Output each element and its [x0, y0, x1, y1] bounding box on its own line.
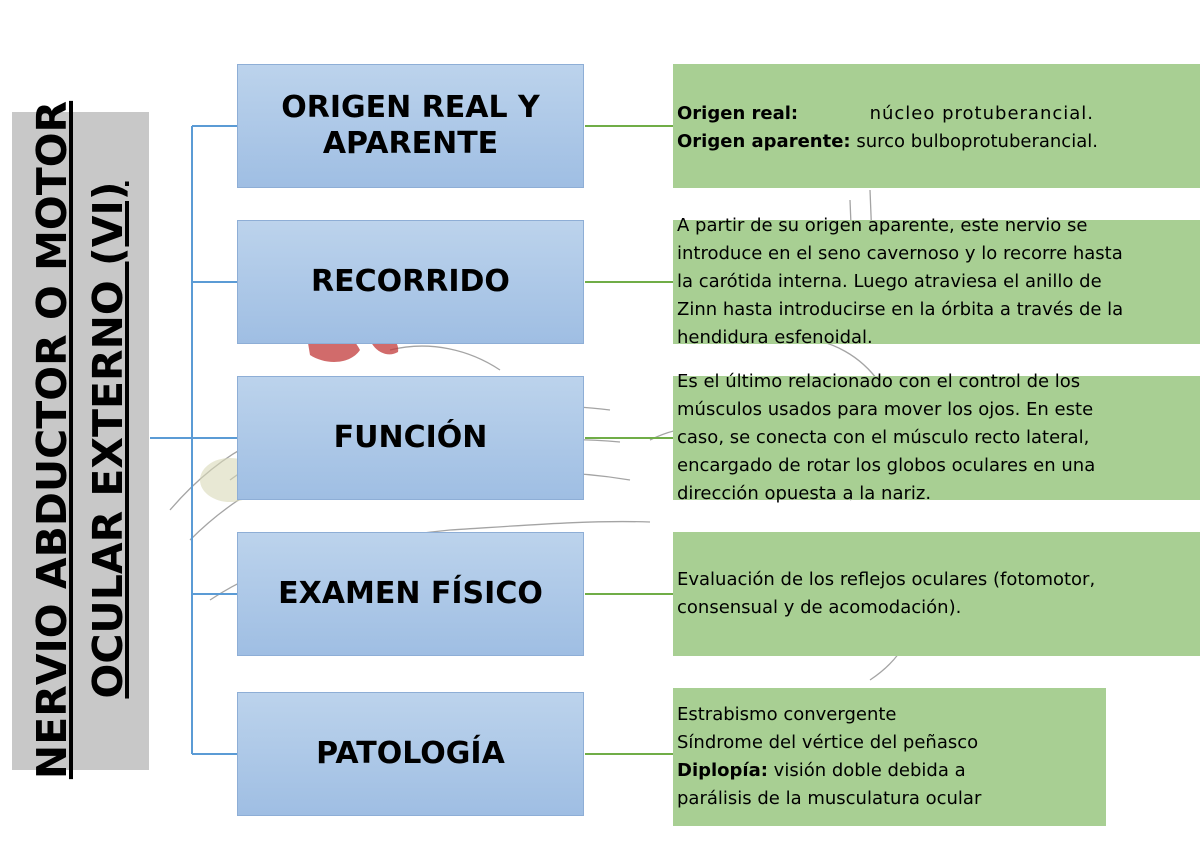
recorrido-line5: hendidura esfenoidal. — [677, 327, 873, 348]
origen-aparente-value: surco bulboprotuberancial. — [856, 131, 1098, 152]
funcion-line2: músculos usados para mover los ojos. En … — [677, 399, 1094, 420]
description-patologia: Estrabismo convergente Síndrome del vért… — [677, 701, 1097, 813]
description-box-origen — [673, 64, 1200, 188]
description-origen: Origen real: núcleo protuberancial. Orig… — [677, 100, 1197, 156]
category-examen-fisico: EXAMEN FÍSICO — [237, 532, 584, 656]
category-patologia-label: PATOLOGÍA — [316, 736, 505, 771]
category-patologia: PATOLOGÍA — [237, 692, 584, 816]
recorrido-line4: Zinn hasta introducirse en la órbita a t… — [677, 299, 1124, 320]
examen-line1: Evaluación de los reflejos oculares (fot… — [677, 569, 1096, 590]
diplopia-label: Diplopía: — [677, 760, 768, 781]
patologia-line3: Diplopía: visión doble debida a — [677, 757, 1097, 785]
description-box-recorrido — [673, 220, 1200, 344]
category-recorrido: RECORRIDO — [237, 220, 584, 344]
category-funcion: FUNCIÓN — [237, 376, 584, 500]
category-examen-label: EXAMEN FÍSICO — [278, 576, 543, 611]
patologia-line2: Síndrome del vértice del peñasco — [677, 732, 979, 753]
funcion-line4: encargado de rotar los globos oculares e… — [677, 455, 1096, 476]
recorrido-line1: A partir de su origen aparente, este ner… — [677, 215, 1088, 236]
category-origen-line1: ORIGEN REAL Y — [281, 90, 540, 125]
origen-real-value: núcleo protuberancial. — [869, 103, 1095, 124]
diplopia-value: visión doble debida a — [773, 760, 966, 781]
origen-real-row: Origen real: núcleo protuberancial. — [677, 100, 1197, 128]
description-box-examen — [673, 532, 1200, 656]
title-panel — [12, 112, 149, 770]
recorrido-line2: introduce en el seno cavernoso y lo reco… — [677, 243, 1123, 264]
recorrido-line3: la carótida interna. Luego atraviesa el … — [677, 271, 1102, 292]
description-box-funcion — [673, 376, 1200, 500]
origen-real-label: Origen real: — [677, 103, 799, 124]
patologia-line4: parálisis de la musculatura ocular — [677, 788, 982, 809]
category-funcion-label: FUNCIÓN — [333, 420, 488, 455]
category-origen-line2: APARENTE — [322, 126, 499, 161]
examen-line2: consensual y de acomodación). — [677, 597, 962, 618]
funcion-line5: dirección opuesta a la nariz. — [677, 483, 932, 504]
funcion-line3: caso, se conecta con el músculo recto la… — [677, 427, 1090, 448]
description-examen: Evaluación de los reflejos oculares (fot… — [677, 566, 1200, 622]
patologia-line1: Estrabismo convergente — [677, 704, 897, 725]
description-funcion: Es el último relacionado con el control … — [677, 368, 1200, 508]
category-recorrido-label: RECORRIDO — [311, 264, 510, 299]
funcion-line1: Es el último relacionado con el control … — [677, 371, 1081, 392]
description-box-patologia — [673, 688, 1106, 826]
origen-aparente-label: Origen aparente: — [677, 131, 851, 152]
category-origen: ORIGEN REAL Y APARENTE — [237, 64, 584, 188]
origen-aparente-row: Origen aparente: surco bulboprotuberanci… — [677, 128, 1197, 156]
description-recorrido: A partir de su origen aparente, este ner… — [677, 212, 1200, 352]
